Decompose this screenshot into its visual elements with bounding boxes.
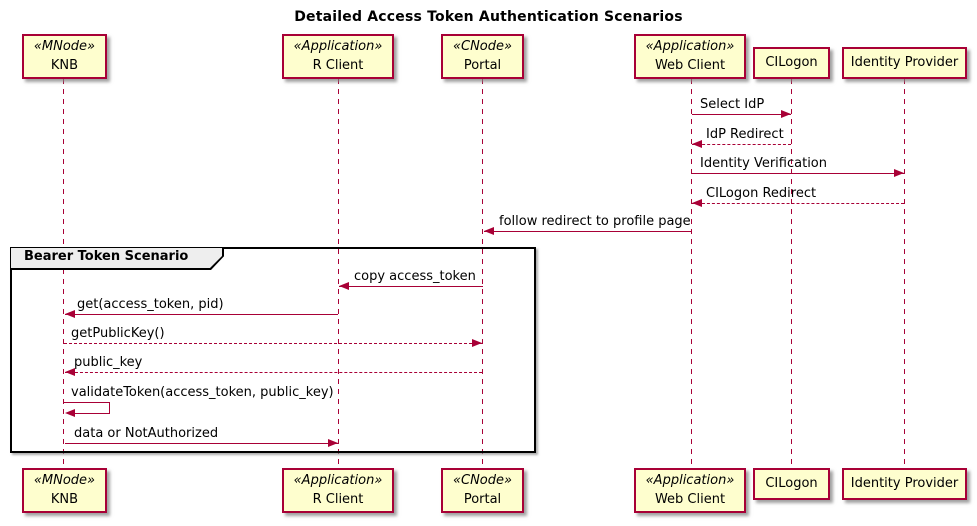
- self-arrow-right-line: [109, 402, 110, 413]
- message-label: IdP Redirect: [706, 127, 784, 142]
- message-label: Select IdP: [700, 97, 765, 112]
- participant-portal-bottom: «CNode» Portal: [441, 468, 524, 513]
- participant-name: R Client: [312, 492, 364, 507]
- message-label: follow redirect to profile page: [499, 214, 691, 229]
- participant-stereotype: «MNode»: [33, 473, 96, 488]
- participant-cilogon-top: CILogon: [753, 47, 830, 79]
- participant-name: R Client: [312, 58, 364, 73]
- participant-name: Identity Provider: [850, 476, 959, 491]
- message-label: CILogon Redirect: [706, 186, 817, 201]
- message-label: get(access_token, pid): [77, 297, 224, 312]
- participant-name: Web Client: [654, 58, 726, 73]
- self-arrow-bottom-line: [72, 413, 110, 414]
- diagram-title: Detailed Access Token Authentication Sce…: [294, 9, 683, 25]
- lifeline-cilogon: [791, 79, 792, 469]
- arrowhead-right-icon: [472, 339, 482, 347]
- arrowhead-left-icon: [339, 282, 349, 290]
- participant-name: CILogon: [765, 476, 818, 491]
- message-label: getPublicKey(): [71, 326, 165, 341]
- participant-web-client-top: «Application» Web Client: [634, 34, 746, 79]
- participant-stereotype: «Application»: [645, 39, 735, 54]
- arrowhead-left-icon: [692, 199, 702, 207]
- arrowhead-left-icon: [65, 368, 75, 376]
- participant-name: Web Client: [654, 492, 726, 507]
- message-label: copy access_token: [354, 269, 476, 284]
- arrowhead-left-icon: [484, 227, 494, 235]
- message-label: data or NotAuthorized: [74, 426, 219, 441]
- arrow-line: [484, 231, 691, 232]
- lifeline-web-client: [691, 79, 692, 469]
- arrow-line: [65, 314, 338, 315]
- self-arrow-top-line: [64, 402, 110, 403]
- participant-cilogon-bottom: CILogon: [753, 468, 830, 500]
- participant-name: Portal: [463, 58, 502, 73]
- participant-web-client-bottom: «Application» Web Client: [634, 468, 746, 513]
- arrowhead-right-icon: [781, 110, 791, 118]
- arrowhead-left-icon: [65, 409, 75, 417]
- frame-tab: [11, 248, 222, 268]
- message-label: validateToken(access_token, public_key): [71, 385, 334, 400]
- arrowhead-right-icon: [894, 169, 904, 177]
- participant-stereotype: «MNode»: [33, 39, 96, 54]
- lifeline-portal: [482, 79, 483, 469]
- frame-title: Bearer Token Scenario: [24, 249, 189, 264]
- participant-name: KNB: [50, 58, 79, 73]
- lifeline-identity-provider: [904, 79, 905, 469]
- participant-stereotype: «Application»: [293, 473, 383, 488]
- participant-name: CILogon: [765, 55, 818, 70]
- arrow-line: [64, 343, 482, 344]
- participant-name: KNB: [50, 492, 79, 507]
- participant-identity-provider-bottom: Identity Provider: [842, 468, 967, 500]
- participant-knb-top: «MNode» KNB: [22, 34, 107, 79]
- arrow-line: [65, 372, 482, 373]
- arrow-line: [339, 286, 483, 287]
- arrowhead-left-icon: [692, 140, 702, 148]
- arrow-line: [65, 443, 338, 444]
- participant-name: Identity Provider: [850, 55, 959, 70]
- participant-knb-bottom: «MNode» KNB: [22, 468, 107, 513]
- participant-portal-top: «CNode» Portal: [441, 34, 524, 79]
- arrow-line: [692, 144, 791, 145]
- frame-bearer-token-scenario: [10, 247, 536, 453]
- arrowhead-right-icon: [328, 439, 338, 447]
- arrow-line: [692, 203, 904, 204]
- participant-r-client-bottom: «Application» R Client: [282, 468, 394, 513]
- arrow-line: [692, 114, 791, 115]
- message-label: public_key: [74, 355, 143, 370]
- lifeline-r-client: [338, 79, 339, 469]
- message-label: Identity Verification: [700, 156, 827, 171]
- participant-stereotype: «Application»: [293, 39, 383, 54]
- participant-stereotype: «CNode»: [452, 473, 513, 488]
- participant-r-client-top: «Application» R Client: [282, 34, 394, 79]
- participant-name: Portal: [463, 492, 502, 507]
- arrow-line: [692, 173, 904, 174]
- arrowhead-left-icon: [65, 310, 75, 318]
- participant-stereotype: «CNode»: [452, 39, 513, 54]
- participant-identity-provider-top: Identity Provider: [842, 47, 967, 79]
- participant-stereotype: «Application»: [645, 473, 735, 488]
- lifeline-knb: [63, 79, 64, 469]
